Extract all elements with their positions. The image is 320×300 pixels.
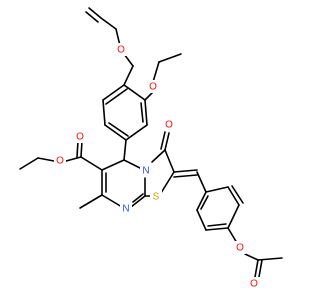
atom-o-ethoxy: O <box>147 80 159 93</box>
bond <box>144 91 154 101</box>
atom-s-ring: S <box>150 190 162 203</box>
bond <box>65 156 82 162</box>
bond <box>104 124 127 141</box>
bonds <box>19 7 283 278</box>
bond <box>123 139 127 161</box>
bond <box>85 11 99 23</box>
atom-o-allyl: O <box>115 43 127 56</box>
atom-o-acetyl-ether: O <box>234 241 246 254</box>
atom-label-bg <box>163 118 175 131</box>
atom-label: S <box>153 192 160 203</box>
atom-label: N <box>142 166 149 177</box>
atom-o-ester-carbonyl: O <box>74 130 86 143</box>
bond <box>258 259 263 278</box>
atom-label: O <box>117 45 125 56</box>
atom-label-bg <box>140 164 152 177</box>
bond <box>102 84 125 101</box>
atom-o-keto: O <box>163 118 175 131</box>
atom-label-bg <box>150 190 162 203</box>
atom-label-bg <box>115 43 127 56</box>
bond <box>207 223 227 227</box>
bond <box>80 140 83 158</box>
bond <box>80 156 103 171</box>
bond <box>123 159 141 169</box>
atom-label: O <box>236 243 244 254</box>
bond <box>254 259 259 278</box>
atom-label-bg <box>54 154 66 167</box>
bond <box>100 17 117 30</box>
bond <box>173 169 198 173</box>
bond <box>19 157 39 170</box>
bond <box>105 88 128 105</box>
bond <box>108 122 129 137</box>
bond <box>144 99 148 126</box>
atom-label-bg <box>147 80 159 93</box>
bond <box>196 171 207 193</box>
bond <box>158 53 182 63</box>
atom-label: O <box>56 156 64 167</box>
bond <box>227 204 240 229</box>
atom-label-bg <box>234 241 246 254</box>
atom-labels: O O O O N O N S <box>54 43 260 290</box>
atom-label-bg <box>74 130 86 143</box>
atom-o-ester-ether: O <box>54 154 66 167</box>
atom-label-bg <box>248 277 260 290</box>
molecule-structure: O O O O N O N S <box>19 7 283 290</box>
bond <box>132 193 144 203</box>
bond <box>152 61 160 83</box>
bond <box>102 99 106 126</box>
bond <box>130 195 146 208</box>
bond <box>123 65 134 86</box>
bond <box>173 174 198 178</box>
bond <box>205 227 229 231</box>
bond <box>101 159 125 171</box>
bond <box>231 185 244 204</box>
bond <box>164 149 175 173</box>
atom-label: N <box>122 204 129 215</box>
molecule-canvas: O O O O N O N S <box>19 7 283 290</box>
bond <box>227 186 240 206</box>
atom-label: O <box>76 132 84 143</box>
bond <box>227 227 238 244</box>
bond <box>160 171 175 194</box>
bond <box>196 191 207 211</box>
atom-label: O <box>250 279 258 290</box>
bond <box>205 186 229 193</box>
bond <box>123 84 146 101</box>
atom-label-bg <box>120 202 132 215</box>
bond <box>200 195 209 210</box>
bond <box>164 132 170 151</box>
atom-n-imine: N <box>120 202 132 215</box>
bond <box>196 209 207 231</box>
bond <box>140 102 144 123</box>
bond <box>244 253 259 261</box>
atom-n-ring: N <box>140 164 152 177</box>
atom-o-acetyl-carbonyl: O <box>248 277 260 290</box>
bond <box>125 124 148 141</box>
bond <box>88 7 102 19</box>
atom-label: O <box>149 82 157 93</box>
bond <box>76 140 79 158</box>
bond <box>151 149 166 163</box>
bond <box>79 194 103 209</box>
bond <box>101 194 123 208</box>
bond <box>37 157 55 162</box>
atom-label: O <box>165 120 173 131</box>
bond <box>160 131 166 150</box>
